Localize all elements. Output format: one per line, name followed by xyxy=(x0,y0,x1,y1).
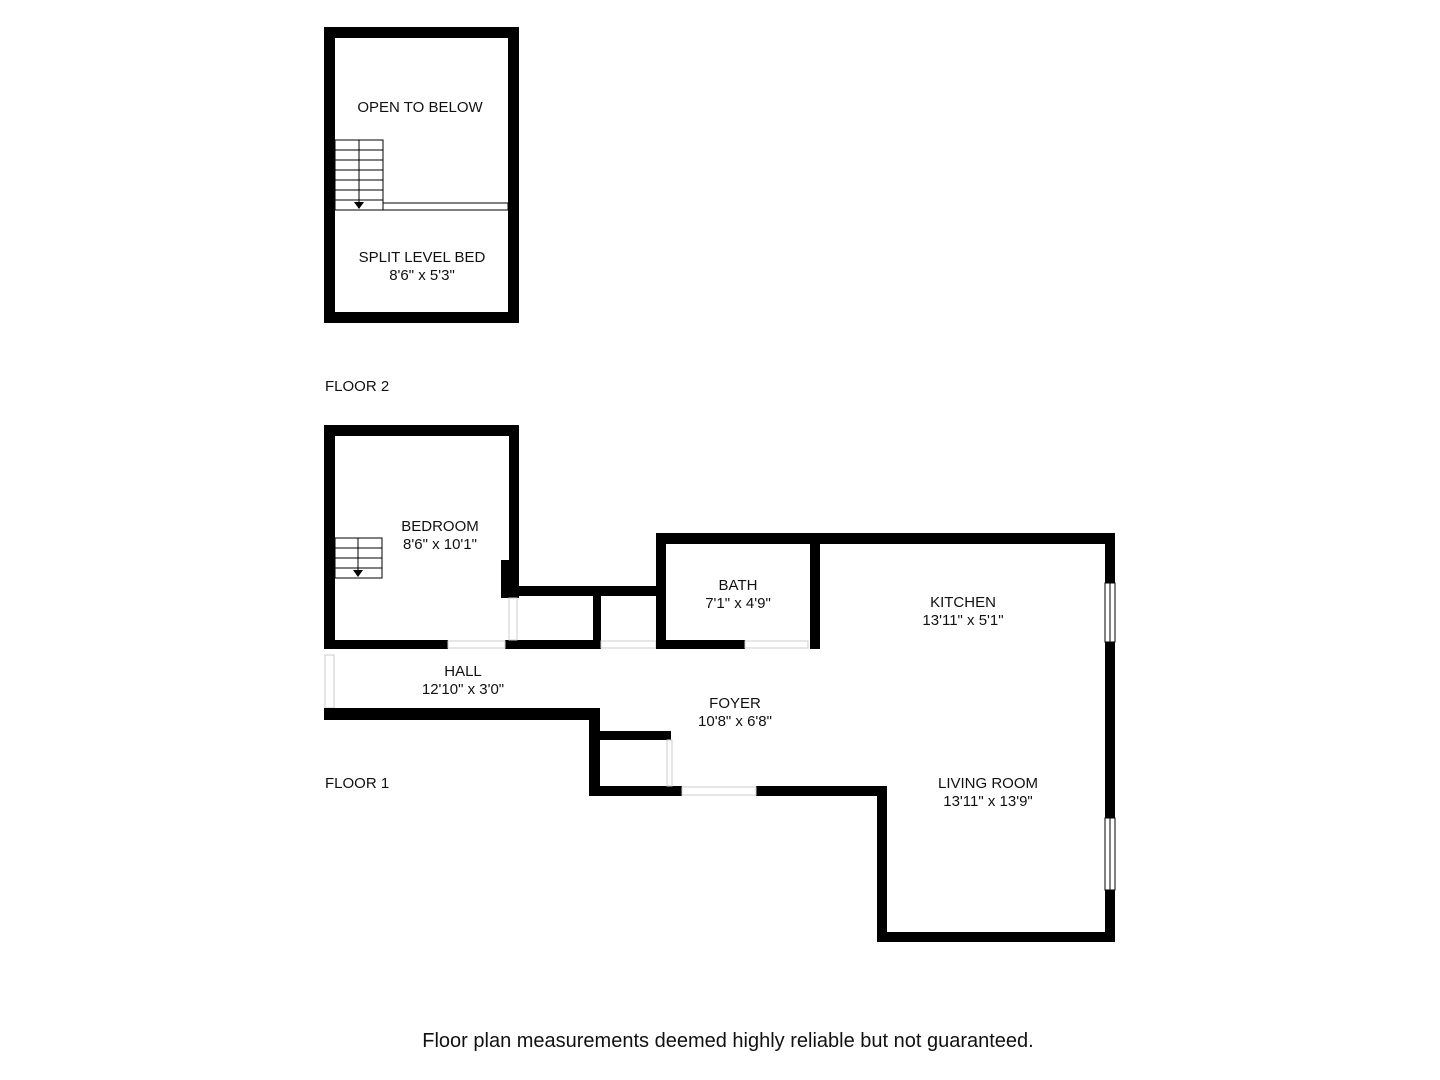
room-dims: 10'8" x 6'8" xyxy=(698,713,772,730)
wall xyxy=(324,312,519,323)
floor-label: FLOOR 2 xyxy=(325,378,389,395)
floor-1-plan xyxy=(324,425,1116,942)
disclaimer: Floor plan measurements deemed highly re… xyxy=(422,1030,1033,1052)
railing xyxy=(382,202,509,211)
room-dims: 8'6" x 10'1" xyxy=(403,536,477,553)
room-name: OPEN TO BELOW xyxy=(357,99,483,116)
room-name: SPLIT LEVEL BED xyxy=(359,249,486,266)
wall xyxy=(508,27,519,323)
room-dims: 8'6" x 5'3" xyxy=(389,267,455,284)
floor-label: FLOOR 1 xyxy=(325,775,389,792)
room-dims: 13'11" x 13'9" xyxy=(943,793,1033,810)
room-name: HALL xyxy=(444,663,482,680)
room-name: LIVING ROOM xyxy=(938,775,1038,792)
staircase-icon xyxy=(334,537,383,579)
room-name: KITCHEN xyxy=(930,594,996,611)
room-name: FOYER xyxy=(709,695,761,712)
room-dims: 7'1" x 4'9" xyxy=(705,595,771,612)
room-dims: 13'11" x 5'1" xyxy=(922,612,1003,629)
room-dims: 12'10" x 3'0" xyxy=(422,681,504,698)
room-name: BATH xyxy=(719,577,758,594)
staircase-icon xyxy=(334,139,384,211)
room-name: BEDROOM xyxy=(401,518,479,535)
wall xyxy=(324,27,335,323)
floor-2-plan xyxy=(324,27,519,323)
wall xyxy=(324,27,519,38)
